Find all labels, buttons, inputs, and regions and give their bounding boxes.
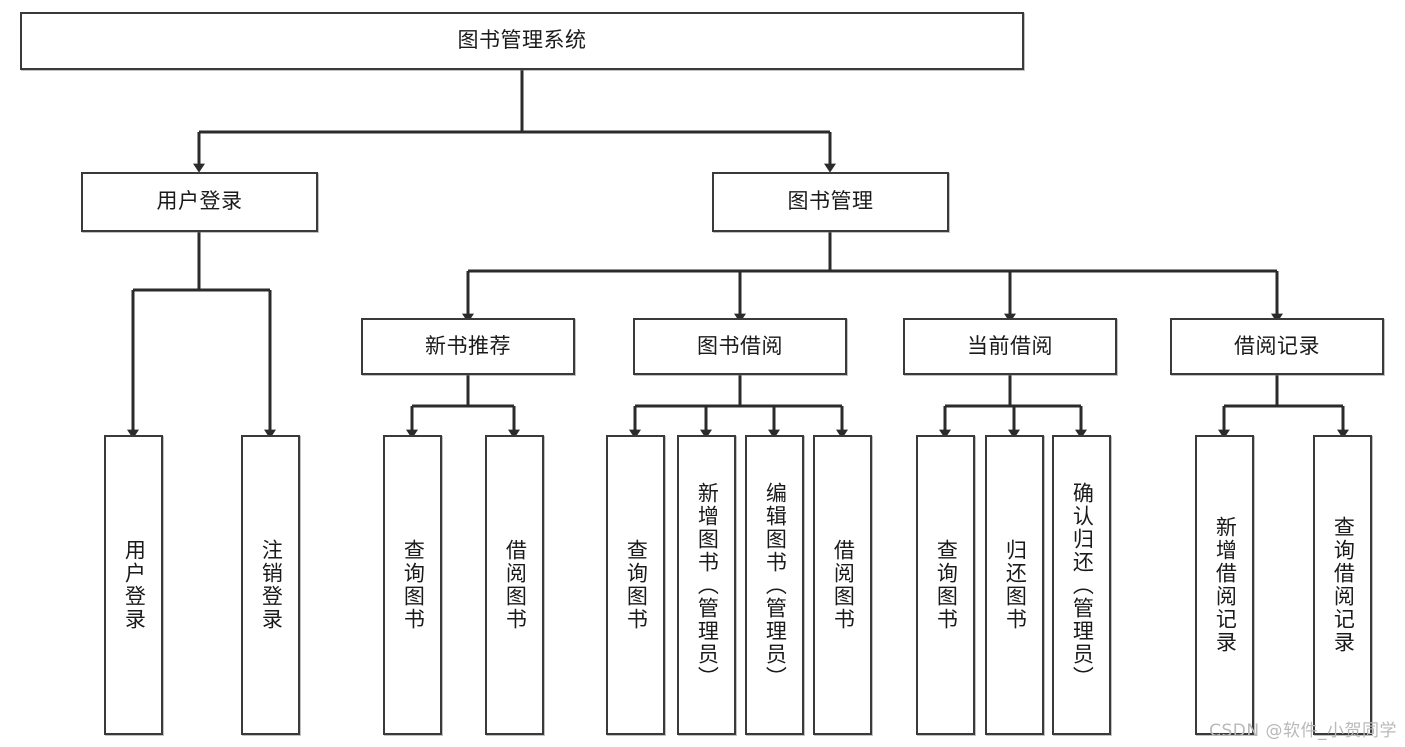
- node-book-borrow-label: 图书借阅: [697, 333, 783, 358]
- node-user-login-label: 用户登录: [156, 189, 243, 214]
- node-current-borrow-label: 当前借阅: [967, 333, 1053, 358]
- node-leaf-user-logout[interactable]: 注销登录: [241, 435, 300, 735]
- node-leaf-bb-add-book-admin-label: 新增图书（管理员）: [695, 481, 720, 689]
- node-leaf-br-query-record-label: 查询借阅记录: [1331, 516, 1356, 654]
- node-leaf-user-login-label: 用户登录: [122, 539, 147, 631]
- node-book-borrow[interactable]: 图书借阅: [633, 318, 847, 375]
- node-leaf-cb-query-book[interactable]: 查询图书: [916, 435, 975, 735]
- node-leaf-user-login[interactable]: 用户登录: [104, 435, 163, 735]
- node-leaf-nb-borrow-book-label: 借阅图书: [503, 539, 528, 631]
- node-root-system[interactable]: 图书管理系统: [20, 12, 1024, 70]
- node-leaf-bb-borrow-book[interactable]: 借阅图书: [813, 435, 872, 735]
- node-new-book-recommend-label: 新书推荐: [425, 333, 511, 358]
- node-book-management[interactable]: 图书管理: [712, 172, 949, 232]
- node-leaf-nb-query-book-label: 查询图书: [401, 539, 426, 631]
- node-leaf-br-query-record[interactable]: 查询借阅记录: [1313, 435, 1372, 735]
- node-new-book-recommend[interactable]: 新书推荐: [361, 318, 575, 375]
- node-leaf-user-logout-label: 注销登录: [259, 539, 284, 631]
- csdn-watermark: CSDN @软件_小贺同学: [1209, 721, 1397, 741]
- node-borrow-records-label: 借阅记录: [1234, 333, 1320, 358]
- node-current-borrow[interactable]: 当前借阅: [903, 318, 1117, 375]
- node-leaf-bb-add-book-admin[interactable]: 新增图书（管理员）: [677, 435, 736, 735]
- node-leaf-bb-query-book-label: 查询图书: [624, 539, 649, 631]
- node-leaf-cb-query-book-label: 查询图书: [934, 539, 959, 631]
- node-leaf-nb-borrow-book[interactable]: 借阅图书: [485, 435, 544, 735]
- node-leaf-br-add-record[interactable]: 新增借阅记录: [1195, 435, 1254, 735]
- node-leaf-bb-borrow-book-label: 借阅图书: [831, 539, 856, 631]
- node-borrow-records[interactable]: 借阅记录: [1170, 318, 1384, 375]
- node-leaf-nb-query-book[interactable]: 查询图书: [383, 435, 442, 735]
- node-leaf-bb-query-book[interactable]: 查询图书: [606, 435, 665, 735]
- node-leaf-cb-confirm-return-admin-label: 确认归还（管理员）: [1070, 481, 1095, 689]
- node-leaf-bb-edit-book-admin-label: 编辑图书（管理员）: [763, 481, 788, 689]
- node-leaf-cb-return-book-label: 归还图书: [1003, 539, 1028, 631]
- node-leaf-br-add-record-label: 新增借阅记录: [1213, 516, 1238, 654]
- node-leaf-bb-edit-book-admin[interactable]: 编辑图书（管理员）: [745, 435, 804, 735]
- node-leaf-cb-return-book[interactable]: 归还图书: [985, 435, 1044, 735]
- node-user-login[interactable]: 用户登录: [81, 172, 318, 232]
- node-root-system-label: 图书管理系统: [457, 28, 587, 53]
- node-book-management-label: 图书管理: [787, 189, 874, 214]
- node-leaf-cb-confirm-return-admin[interactable]: 确认归还（管理员）: [1052, 435, 1111, 735]
